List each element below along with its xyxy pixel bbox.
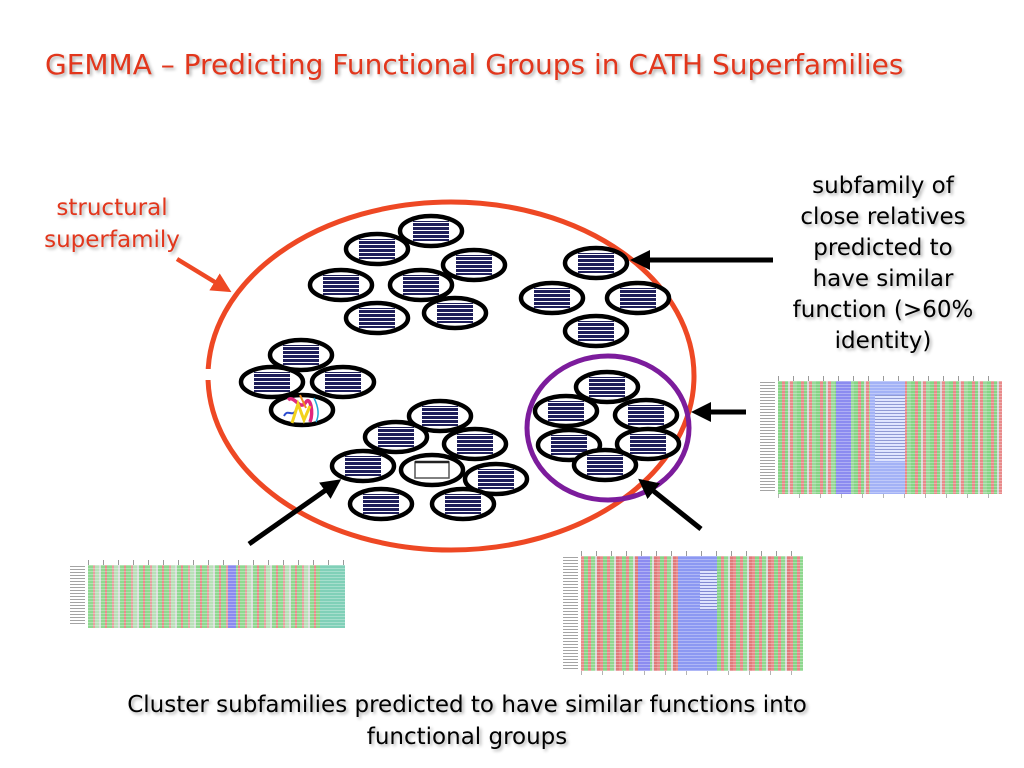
alignment-ruler <box>88 560 345 565</box>
superfamily-pointer-arrow <box>175 257 232 293</box>
alignment-ruler <box>778 494 1002 498</box>
subfamily-node <box>535 396 597 426</box>
right-alignment-pointer-arrow <box>638 478 703 531</box>
subfamily-node <box>424 298 486 328</box>
subfamily-node <box>346 234 408 264</box>
label-line: close relatives <box>800 204 966 230</box>
alignment-ruler <box>778 376 1002 381</box>
sequence-alignment-bottom-center <box>563 551 803 675</box>
subfamily-node <box>332 451 394 481</box>
label-line: structural <box>56 195 168 221</box>
structural-superfamily-label: structural superfamily <box>12 192 212 256</box>
subfamily-description-label: subfamily of close relatives predicted t… <box>773 171 993 357</box>
caption-line: Cluster subfamilies predicted to have si… <box>127 692 807 718</box>
sequence-alignment-right <box>760 376 1002 498</box>
label-line: have similar <box>812 266 954 292</box>
alignment-sequence-names <box>760 382 775 492</box>
subfamily-node <box>521 283 583 313</box>
subfamily-node <box>312 367 374 397</box>
subfamily-node <box>241 367 303 397</box>
alignment-columns <box>778 381 1002 494</box>
subfamily-node <box>432 489 494 519</box>
subfamily-node <box>443 250 505 280</box>
slide-caption: Cluster subfamilies predicted to have si… <box>67 689 867 753</box>
subfamily-node <box>350 489 412 519</box>
alignment-sequence-names <box>563 557 578 669</box>
subfamily-node <box>565 248 627 278</box>
left-alignment-pointer-arrow <box>247 479 342 547</box>
label-line: superfamily <box>44 227 180 253</box>
alignment-highlight <box>875 395 905 461</box>
caption-line: functional groups <box>366 724 568 750</box>
subfamily-node <box>346 303 408 333</box>
label-line: subfamily of <box>812 173 954 199</box>
label-line: function (>60% <box>792 297 974 323</box>
empty-alignment-glyph <box>414 461 450 479</box>
functional-group-outline <box>524 353 692 503</box>
label-line: identity) <box>834 328 932 354</box>
slide-title: GEMMA – Predicting Functional Groups in … <box>45 48 904 81</box>
alignment-columns <box>581 556 803 671</box>
alignment-sequence-names <box>70 566 85 626</box>
subfamily-node <box>390 270 452 300</box>
alignment-columns <box>88 565 345 628</box>
alignment-ruler <box>581 551 803 556</box>
subfamily-node <box>310 270 372 300</box>
subfamily-node <box>400 216 462 246</box>
alignment-highlight <box>700 570 717 610</box>
subfamily-node <box>444 429 506 459</box>
protein-structure-node <box>268 392 336 428</box>
sequence-alignment-bottom-left <box>70 560 345 632</box>
subfamily-node <box>365 422 427 452</box>
alignment-ruler <box>581 671 803 675</box>
protein-structure-image <box>283 394 319 425</box>
superfamily-outline-gap <box>200 369 214 380</box>
subfamily-node <box>615 400 677 430</box>
label-line: predicted to <box>813 235 953 261</box>
subfamily-node <box>574 450 636 480</box>
subfamily-node <box>565 316 627 346</box>
subfamily-node <box>607 283 669 313</box>
empty-subfamily-node <box>398 452 466 488</box>
